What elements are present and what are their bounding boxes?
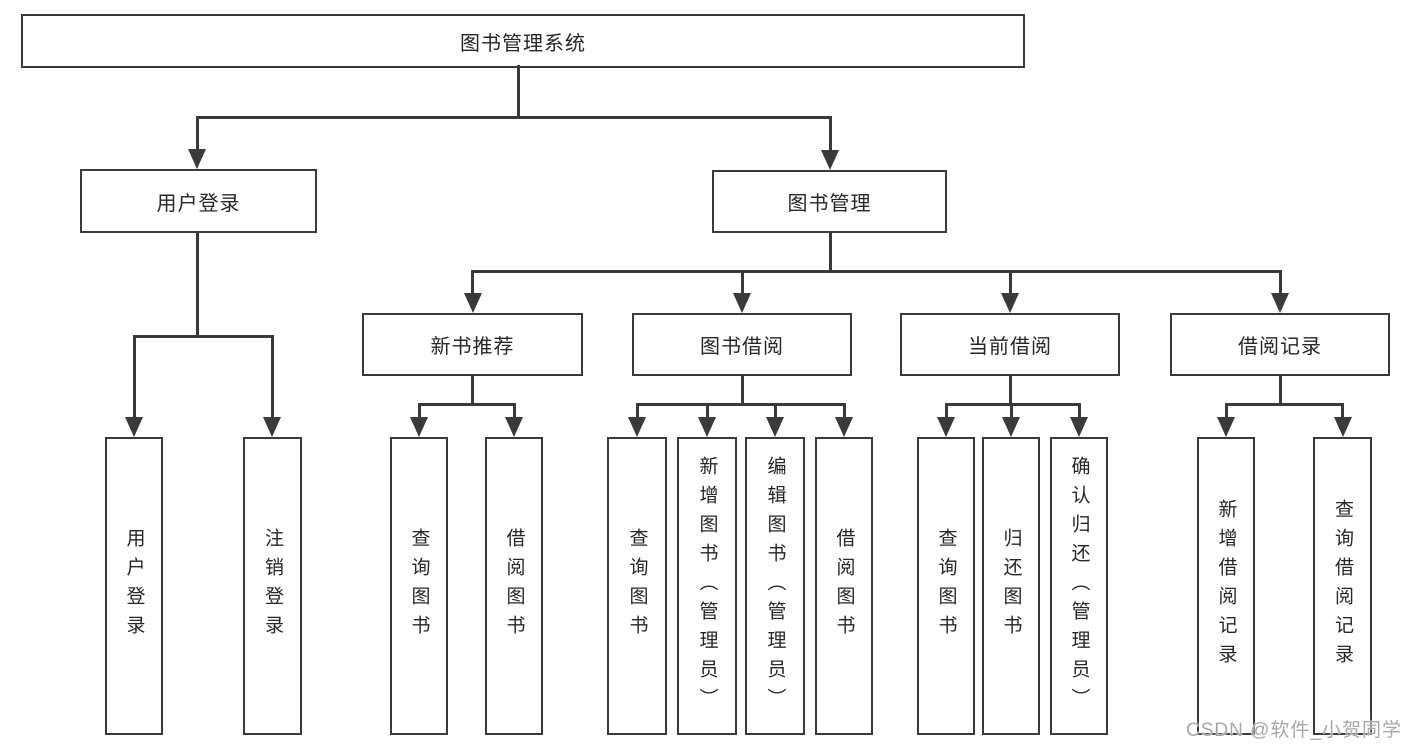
arrow-down-icon <box>766 417 784 437</box>
arrow-down-icon <box>1217 417 1235 437</box>
connector-drop-leaf <box>1077 403 1081 419</box>
connector-drop-leaf <box>1341 403 1344 419</box>
arrow-down-icon <box>821 150 839 170</box>
arrow-down-icon <box>263 417 281 437</box>
arrow-down-icon <box>937 417 955 437</box>
leaf-current-confirm-return-admin: 确认归还（管理员） <box>1050 437 1108 735</box>
arrow-down-icon <box>188 149 206 169</box>
arrow-down-icon <box>1001 293 1019 313</box>
arrow-down-icon <box>733 293 751 313</box>
connector-group-stem <box>1278 375 1282 406</box>
arrow-down-icon <box>1271 293 1289 313</box>
connector-group-stem <box>471 375 474 406</box>
connector-drop-leaf <box>270 335 274 419</box>
node-user-login: 用户登录 <box>80 169 317 233</box>
leaf-records-query-record: 查询借阅记录 <box>1313 437 1372 735</box>
connector-drop-leaf <box>132 335 136 419</box>
leaf-newbook-query-books: 查询图书 <box>390 437 448 735</box>
leaf-current-query-books: 查询图书 <box>917 437 975 735</box>
arrow-down-icon <box>835 417 853 437</box>
connector-group-stem <box>740 375 744 406</box>
arrow-down-icon <box>698 417 716 437</box>
node-borrow-records: 借阅记录 <box>1170 313 1390 376</box>
arrow-down-icon <box>505 417 523 437</box>
connector-root-stem <box>516 65 520 118</box>
connector-drop-group <box>740 270 744 295</box>
leaf-borrow-add-books-admin: 新增图书（管理员） <box>677 437 737 735</box>
arrow-down-icon <box>125 417 143 437</box>
connector-drop-leaf <box>1224 403 1228 419</box>
connector-group-bus <box>944 403 1081 406</box>
node-current-borrow: 当前借阅 <box>900 313 1120 376</box>
arrow-down-icon <box>1333 417 1352 437</box>
arrow-down-icon <box>1070 417 1088 437</box>
node-book-management: 图书管理 <box>712 170 947 233</box>
connector-drop-group <box>471 270 474 295</box>
connector-drop-leaf <box>705 403 709 419</box>
connector-drop-leaf <box>773 403 777 419</box>
leaf-current-return-books: 归还图书 <box>982 437 1040 735</box>
leaf-borrow-edit-books-admin: 编辑图书（管理员） <box>745 437 805 735</box>
connector-drop-group <box>1008 270 1012 295</box>
node-root-library-system: 图书管理系统 <box>21 14 1025 68</box>
arrow-down-icon <box>1002 417 1020 437</box>
connector-level1-bus <box>195 116 832 119</box>
node-new-book-recommend: 新书推荐 <box>362 313 583 376</box>
arrow-down-icon <box>463 293 482 313</box>
arrow-down-icon <box>628 417 646 437</box>
node-book-borrow: 图书借阅 <box>632 313 852 376</box>
arrow-down-icon <box>410 417 428 437</box>
connector-drop-leaf <box>842 403 846 419</box>
connector-drop-login <box>195 116 199 151</box>
connector-group-bus <box>635 403 846 406</box>
connector-drop-group <box>1278 270 1282 295</box>
leaf-user-login: 用户登录 <box>105 437 163 735</box>
connector-drop-leaf <box>417 403 421 419</box>
connector-group-bus <box>1224 403 1344 406</box>
leaf-logout: 注销登录 <box>243 437 302 735</box>
connector-group-bus <box>417 403 516 406</box>
connector-drop-mgmt <box>828 116 832 152</box>
leaf-records-add-record: 新增借阅记录 <box>1197 437 1255 735</box>
connector-drop-leaf <box>512 403 516 419</box>
connector-login-stem <box>195 233 199 337</box>
connector-drop-leaf <box>944 403 948 419</box>
connector-login-bus <box>132 335 274 338</box>
leaf-newbook-borrow-books: 借阅图书 <box>485 437 543 735</box>
connector-mgmt-stem <box>828 233 832 272</box>
csdn-watermark: CSDN @软件_小贺同学 <box>1186 720 1402 741</box>
connector-drop-leaf <box>1009 403 1013 419</box>
leaf-borrow-query-books: 查询图书 <box>607 437 667 735</box>
connector-drop-leaf <box>635 403 639 419</box>
leaf-borrow-borrow-books: 借阅图书 <box>815 437 873 735</box>
connector-mgmt-bus <box>471 270 1282 273</box>
connector-group-stem <box>1008 375 1012 406</box>
